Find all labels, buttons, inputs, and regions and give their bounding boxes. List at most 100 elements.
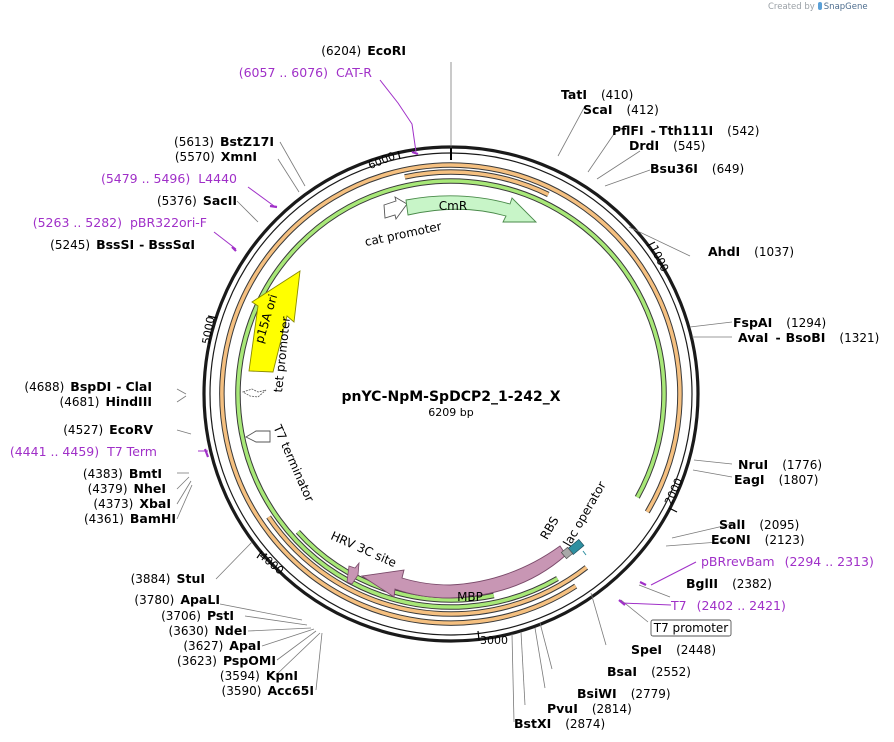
site-position: (3623) — [177, 654, 217, 668]
site-name: ApaI — [229, 638, 261, 653]
primer-name: pBRrevBam — [701, 554, 775, 569]
site-label-kpni: (3594)KpnI — [220, 668, 298, 683]
leader-line — [604, 169, 651, 187]
orf-cmr-outline — [404, 170, 550, 197]
leader-line — [671, 523, 733, 539]
site-position: (4527) — [63, 423, 103, 437]
tick-mark-1000 — [646, 241, 656, 247]
site-label-xbai: (4373)XbaI — [93, 496, 171, 511]
site-label-apai: (3627)ApaI — [183, 638, 261, 653]
orf-arcs — [219, 162, 683, 626]
primer-site-mark — [618, 599, 626, 606]
p15a-ori-arrow — [248, 270, 301, 373]
site-position: (2814) — [592, 702, 632, 716]
site-position: (2448) — [676, 643, 716, 657]
plasmid-name: pnYC-NpM-SpDCP2_1-242_X — [341, 389, 560, 405]
t7-promoter-box — [650, 619, 732, 637]
primer-label-t7: T7 (2402 .. 2421) — [670, 598, 786, 613]
site-name: HindIII — [105, 394, 152, 409]
leader-line — [279, 141, 306, 187]
leader-line — [215, 541, 253, 580]
site-position: (649) — [712, 162, 744, 176]
site-label-sacii: (5376)SacII — [157, 193, 237, 208]
leader-line — [520, 631, 526, 706]
primer-leader-line — [379, 79, 417, 153]
cmr-label: CmR — [439, 199, 467, 213]
site-label-hindiii: (4681)HindIII — [60, 394, 152, 409]
hrv-3c-arrow — [346, 561, 360, 585]
site-name: NruI — [738, 457, 768, 472]
t7-promoter-label: T7 promoter — [653, 621, 729, 635]
site-position: (5376) — [157, 194, 197, 208]
site-label-nhei: (4379) NheI — [88, 481, 166, 496]
site-position: (5613) — [174, 135, 214, 149]
site-name: BamHI — [130, 511, 176, 526]
site-name-2: BsoBI — [786, 330, 826, 345]
site-label-drui: NruI (1776) — [738, 457, 822, 472]
site-name: Bsu36I — [650, 161, 698, 176]
site-name-2: ClaI — [125, 379, 152, 394]
mbp-label: MBP — [457, 590, 483, 604]
site-label-fspai: FspAI(1294) — [733, 315, 826, 330]
tick-mark-4000 — [256, 550, 263, 559]
leader-line — [315, 632, 323, 691]
primer-label-t7term: (4441 .. 4459)T7 Term — [10, 444, 157, 459]
site-position: (2123) — [765, 533, 805, 547]
leader-line — [511, 633, 515, 723]
leader-line — [176, 480, 192, 505]
primer-site-mark — [203, 448, 210, 458]
site-position: (3884) — [131, 572, 171, 586]
leader-line — [689, 321, 733, 328]
snapgene-logo-icon — [817, 2, 822, 10]
site-position: (4361) — [84, 512, 124, 526]
site-name: StuI — [176, 571, 205, 586]
primer-range: (2402 .. 2421) — [697, 598, 786, 613]
site-label-bstz17i: (5613) BstZ17I — [174, 134, 274, 149]
primer-name: T7 — [670, 598, 687, 613]
site-labels: (6204)EcoRITatI(410)ScaI(412)PflFI-Tth11… — [24, 43, 879, 731]
site-name: DrdI — [629, 138, 659, 153]
site-label-bglii: BglII(2382) — [686, 576, 772, 591]
leader-line — [539, 622, 553, 670]
primer-leader-line — [621, 602, 672, 606]
site-name: BstZ17I — [220, 134, 274, 149]
primer-leader-line — [213, 231, 237, 250]
site-name: BsaI — [607, 664, 637, 679]
primer-leader-line — [650, 561, 697, 586]
primer-labels: (6057 .. 6076)CAT-R(5479 .. 5496)L4440(5… — [10, 65, 874, 613]
site-name: BsiWI — [577, 686, 617, 701]
leader-line — [620, 599, 649, 623]
site-name: BmtI — [129, 466, 162, 481]
site-name: SpeI — [631, 642, 662, 657]
primer-name: CAT-R — [336, 65, 372, 80]
leader-lines — [176, 62, 733, 723]
site-label-tati: TatI(410) — [561, 87, 633, 102]
site-name: NheI — [134, 481, 167, 496]
tick-mark-5000 — [207, 315, 218, 319]
site-name: PspOMI — [223, 653, 276, 668]
rbs-label: RBS — [537, 514, 561, 542]
site-position: (545) — [673, 139, 705, 153]
site-label-bsu36i: Bsu36I (649) — [650, 161, 744, 176]
site-position: (1776) — [782, 458, 822, 472]
site-name: EcoRV — [109, 422, 153, 437]
site-position: (4379) — [88, 482, 128, 496]
site-label-bamhi: (4361) BamHI — [84, 511, 176, 526]
site-name: BglII — [686, 576, 718, 591]
site-position: (2095) — [759, 518, 799, 532]
leader-line — [665, 540, 733, 547]
primer-range: (4441 .. 4459) — [10, 444, 99, 459]
primer-site-mark — [411, 150, 419, 156]
site-label-sali: SalI(2095) — [719, 517, 799, 532]
site-label-psti: (3706)PstI — [161, 608, 234, 623]
mbp-arrow — [360, 545, 567, 599]
leader-line — [596, 150, 641, 180]
hrv-3c-label: HRV 3C site — [329, 529, 399, 570]
leader-line — [219, 603, 303, 621]
site-name: BstXI — [514, 716, 551, 731]
site-label-apali: (3780)ApaLI — [134, 592, 220, 607]
site-label-stui: (3884) StuI — [131, 571, 205, 586]
primer-range: (2294 .. 2313) — [785, 554, 874, 569]
site-name: TatI — [561, 87, 587, 102]
site-position: (3780) — [134, 593, 174, 607]
